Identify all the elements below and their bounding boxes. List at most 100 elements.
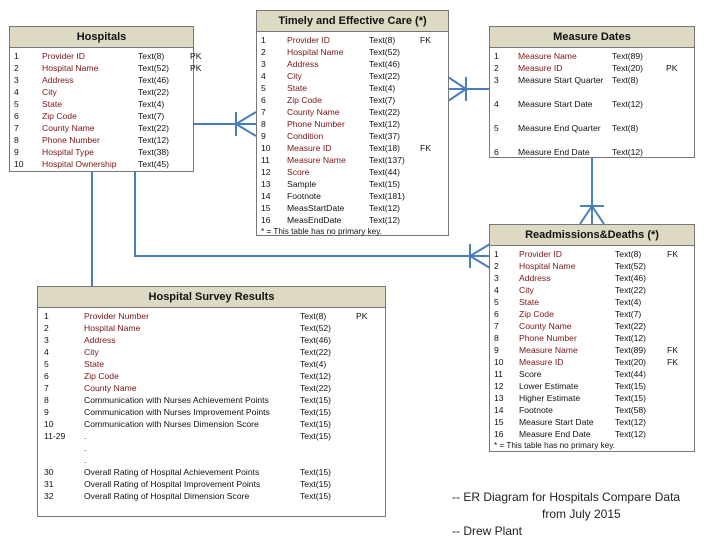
attribute-name: County Name	[287, 107, 340, 117]
attribute-name: Address	[84, 335, 116, 345]
attribute-type: Text(12)	[300, 371, 332, 381]
attribute-name: Footnote	[287, 191, 321, 201]
attribute-type: Text(44)	[615, 369, 647, 379]
attribute-number: 4	[261, 71, 266, 81]
attribute-row: 11-29.Text(15)	[38, 430, 385, 442]
attribute-number: 2	[261, 47, 266, 57]
attribute-name: Hospital Name	[519, 261, 576, 271]
attribute-number: 9	[14, 147, 19, 157]
crowsfoot-readmissions-left	[469, 243, 491, 269]
attribute-key: PK	[666, 63, 678, 73]
attribute-key: FK	[667, 249, 678, 259]
attribute-number: 6	[494, 147, 499, 157]
attribute-number: 4	[494, 285, 499, 295]
attribute-name: County Name	[42, 123, 95, 133]
attribute-type: Text(8)	[612, 75, 639, 85]
attribute-type: Text(8)	[300, 311, 327, 321]
attribute-type: Text(12)	[615, 417, 647, 427]
attribute-number: 5	[494, 297, 499, 307]
attribute-number: 8	[14, 135, 19, 145]
attribute-name: Measure Start Date	[519, 417, 594, 427]
attribute-type: Text(8)	[138, 51, 165, 61]
attribute-number: 6	[14, 111, 19, 121]
attribute-number: 5	[494, 123, 499, 133]
attribute-name: Address	[42, 75, 74, 85]
entity-title: Timely and Effective Care (*)	[257, 11, 448, 32]
attribute-number: 8	[44, 395, 49, 405]
attribute-name: Phone Number	[519, 333, 577, 343]
attribute-name: Overall Rating of Hospital Improvement P…	[84, 479, 261, 489]
attribute-type: Text(12)	[369, 119, 401, 129]
entity-title: Hospitals	[10, 27, 193, 48]
attribute-type: Text(8)	[615, 249, 642, 259]
attribute-type: Text(4)	[369, 83, 396, 93]
attribute-key: FK	[420, 35, 431, 45]
attribute-name: City	[519, 285, 534, 295]
attribute-type: Text(46)	[369, 59, 401, 69]
attribute-type: Text(7)	[369, 95, 396, 105]
attribute-number: 1	[14, 51, 19, 61]
attribute-name: Measure ID	[287, 143, 332, 153]
attribute-type: Text(38)	[138, 147, 170, 157]
attribute-number: 2	[14, 63, 19, 73]
attribute-type: Text(15)	[300, 479, 332, 489]
attribute-type: Text(20)	[615, 357, 647, 367]
attribute-name: Hospital Type	[42, 147, 94, 157]
attribute-name: Phone Number	[42, 135, 100, 145]
attribute-name: Measure Name	[518, 51, 577, 61]
attribute-number: 14	[494, 405, 504, 415]
attribute-name: Zip Code	[519, 309, 554, 319]
attribute-name: County Name	[519, 321, 572, 331]
attribute-number: 2	[494, 63, 499, 73]
attribute-type: Text(22)	[369, 107, 401, 117]
attribute-type: Text(52)	[300, 323, 332, 333]
attribute-type: Text(15)	[300, 419, 332, 429]
attribute-name: Communication with Nurses Achievement Po…	[84, 395, 269, 405]
attribute-number: 10	[261, 143, 271, 153]
attribute-number: 3	[494, 273, 499, 283]
attribute-number: 13	[261, 179, 271, 189]
attribute-number: 16	[494, 429, 504, 439]
attribute-type: Text(20)	[612, 63, 644, 73]
attribute-name: Provider ID	[287, 35, 330, 45]
attribute-number: 10	[14, 159, 24, 169]
attribute-name: Lower Estimate	[519, 381, 579, 391]
crowsfoot-readmissions-top	[579, 205, 605, 225]
attribute-row: .	[38, 454, 385, 466]
attribute-number: 32	[44, 491, 54, 501]
attribute-type: Text(4)	[615, 297, 642, 307]
attribute-type: Text(12)	[615, 429, 647, 439]
caption-line-2: from July 2015	[542, 507, 621, 521]
attribute-name: Measure End Quarter	[518, 123, 601, 133]
